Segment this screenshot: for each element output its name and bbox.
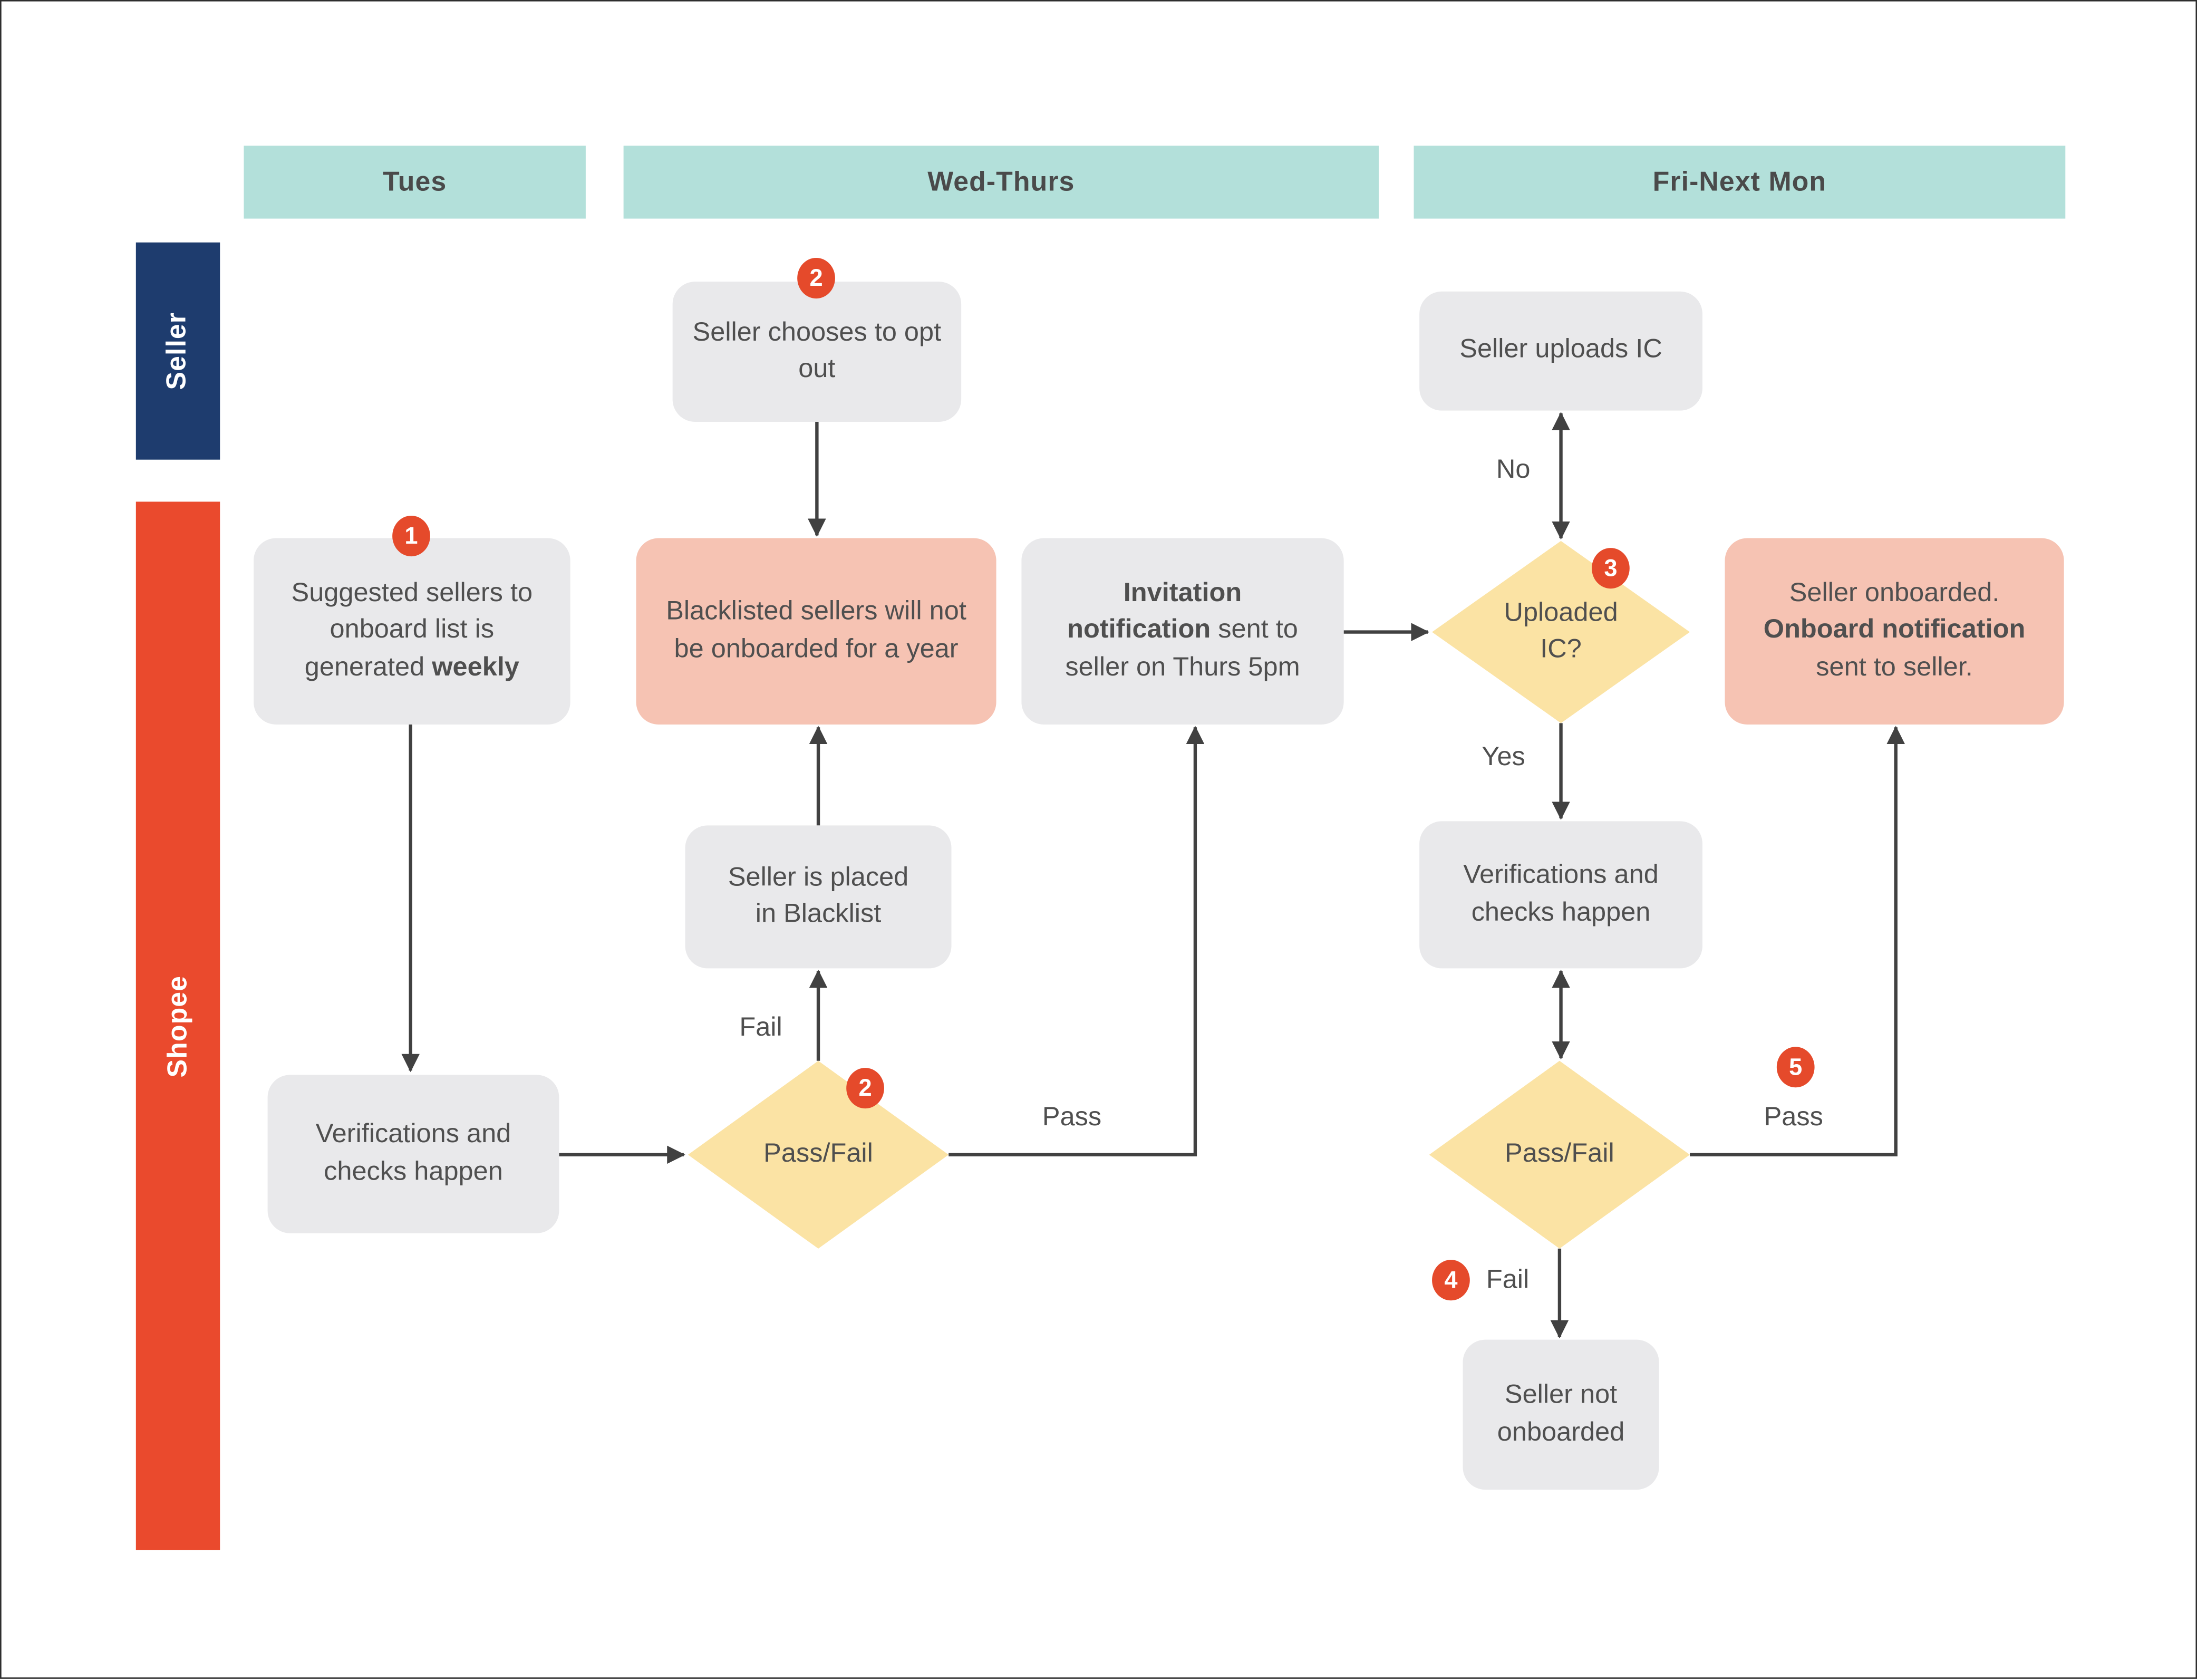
badge-step-1: 1 [392, 515, 430, 557]
edge-label-fail-left: Fail [739, 1013, 782, 1043]
arrow-passfail-pass-to-onboarded [1690, 726, 1905, 1157]
node-verifications-right-text: Verifications and checks happen [1463, 861, 1659, 928]
badge-step-5: 5 [1776, 1047, 1815, 1088]
decision-uploaded-ic-text: Uploaded IC? [1504, 598, 1618, 664]
edge-label-no: No [1496, 455, 1531, 485]
edge-label-fail-right: Fail [1486, 1265, 1530, 1295]
edge-label-pass-left: Pass [1042, 1103, 1102, 1133]
node-seller-onboarded-text: Seller onboarded. [1789, 579, 2000, 609]
node-seller-opt-out: Seller chooses to opt out [672, 282, 962, 422]
badge-step-3: 3 [1592, 548, 1630, 589]
column-header-wed-thurs: Wed-Thurs [623, 146, 1379, 219]
node-seller-uploads-ic: Seller uploads IC [1419, 291, 1702, 411]
edge-label-yes: Yes [1482, 742, 1525, 773]
badge-step-2-opt-out: 2 [797, 257, 835, 299]
node-verifications-left: Verifications and checks happen [267, 1075, 559, 1233]
node-seller-uploads-ic-text: Seller uploads IC [1459, 335, 1662, 365]
node-invitation-notification-text: sent to seller on Thurs 5pm [1065, 615, 1300, 682]
node-seller-onboarded: Seller onboarded. Onboard notification s… [1725, 538, 2064, 725]
node-seller-not-onboarded: Seller not onboarded [1463, 1339, 1659, 1490]
arrow-passfail-pass-to-invitation [949, 726, 1205, 1157]
lane-seller: Seller [136, 242, 220, 460]
lane-shopee: Shopee [136, 501, 220, 1550]
column-header-fri-next-mon-label: Fri-Next Mon [1652, 166, 1827, 197]
node-placed-in-blacklist: Seller is placed in Blacklist [685, 825, 952, 969]
node-blacklisted-sellers-text: Blacklisted sellers will not be onboarde… [666, 597, 966, 664]
node-invitation-notification: Invitation notification sent to seller o… [1021, 538, 1344, 725]
node-suggested-sellers: Suggested sellers to onboard list is gen… [254, 538, 570, 725]
column-header-fri-next-mon: Fri-Next Mon [1414, 146, 2066, 219]
node-blacklisted-sellers: Blacklisted sellers will not be onboarde… [636, 538, 996, 725]
node-verifications-right: Verifications and checks happen [1419, 821, 1702, 969]
column-header-wed-thurs-label: Wed-Thurs [927, 166, 1075, 197]
node-seller-not-onboarded-text: Seller not onboarded [1497, 1380, 1625, 1447]
decision-pass-fail-left-text: Pass/Fail [763, 1140, 873, 1169]
node-verifications-left-text: Verifications and checks happen [315, 1120, 511, 1186]
decision-pass-fail-right-text: Pass/Fail [1505, 1140, 1614, 1169]
node-invitation-notification-bold: Invitation notification [1067, 579, 1242, 645]
node-suggested-sellers-text: Suggested sellers to onboard list is gen… [291, 579, 533, 682]
node-placed-in-blacklist-text: Seller is placed in Blacklist [728, 863, 909, 929]
badge-step-4: 4 [1432, 1260, 1470, 1301]
column-header-tues-label: Tues [382, 166, 447, 197]
badge-step-2-pass-fail: 2 [846, 1068, 884, 1109]
edge-label-pass-right: Pass [1764, 1103, 1823, 1133]
node-seller-opt-out-text: Seller chooses to opt out [692, 317, 942, 384]
column-header-tues: Tues [244, 146, 586, 219]
